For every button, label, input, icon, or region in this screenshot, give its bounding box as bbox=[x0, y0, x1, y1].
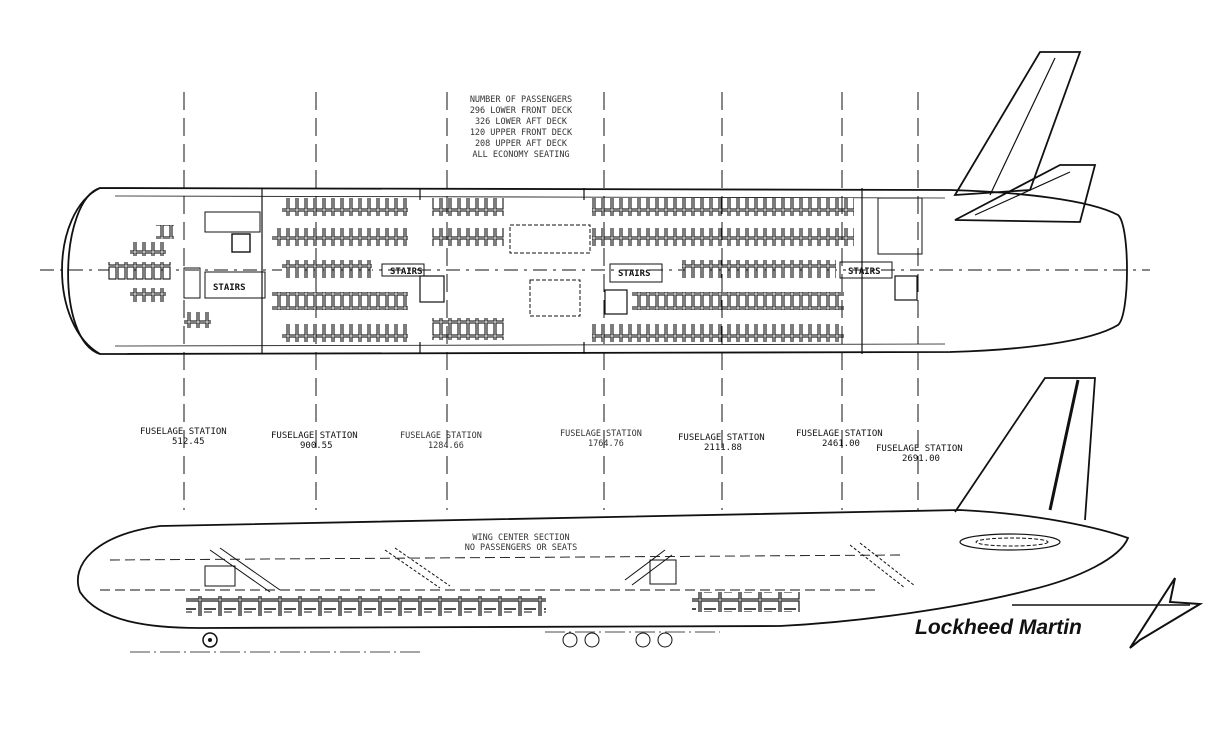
main-gear bbox=[562, 632, 673, 648]
station-2-label: FUSELAGE STATION bbox=[271, 431, 358, 441]
passenger-note: NUMBER OF PASSENGERS 296 LOWER FRONT DEC… bbox=[470, 95, 573, 160]
station-4-value: 1764.76 bbox=[588, 439, 624, 449]
stairs-label-4: STAIRS bbox=[848, 267, 881, 277]
station-1-label: FUSELAGE STATION bbox=[140, 427, 227, 437]
passenger-note-line-4: 120 UPPER FRONT DECK bbox=[470, 128, 573, 138]
cargo-containers-forward bbox=[186, 596, 546, 616]
passenger-note-line-5: 208 UPPER AFT DECK bbox=[475, 139, 568, 149]
station-3-label: FUSELAGE STATION bbox=[400, 431, 482, 441]
passenger-note-line-2: 296 LOWER FRONT DECK bbox=[470, 106, 573, 116]
side-view: WING CENTER SECTION NO PASSENGERS OR SEA… bbox=[77, 377, 1130, 653]
station-7-label: FUSELAGE STATION bbox=[876, 444, 963, 454]
cargo-containers-aft bbox=[692, 592, 800, 612]
passenger-note-line-6: ALL ECONOMY SEATING bbox=[472, 150, 569, 160]
nose-gear bbox=[202, 632, 218, 648]
tail-fin-plan bbox=[953, 51, 1082, 197]
station-3-value: 1284.66 bbox=[428, 441, 464, 451]
station-lines bbox=[183, 92, 919, 510]
side-fuselage-outline bbox=[77, 509, 1130, 629]
station-6-label: FUSELAGE STATION bbox=[796, 429, 883, 439]
plan-fuselage-outline bbox=[67, 187, 1128, 355]
wing-note-line-1: WING CENTER SECTION bbox=[472, 533, 569, 543]
logo-text: Lockheed Martin bbox=[915, 616, 1082, 639]
stabilizer-plan bbox=[954, 164, 1097, 223]
plan-view: STAIRS STAIRS STAIRS STAIRS NUMBER OF PA… bbox=[40, 51, 1150, 355]
passenger-note-line-1: NUMBER OF PASSENGERS bbox=[470, 95, 572, 105]
station-7-value: 2691.00 bbox=[902, 454, 940, 464]
star-mark-icon bbox=[1129, 577, 1204, 649]
station-4-label: FUSELAGE STATION bbox=[560, 429, 642, 439]
station-5-label: FUSELAGE STATION bbox=[678, 433, 765, 443]
station-labels: FUSELAGE STATION 512.45 FUSELAGE STATION… bbox=[140, 427, 963, 464]
stairs-label-2: STAIRS bbox=[390, 267, 423, 277]
stairs-label-1: STAIRS bbox=[213, 283, 246, 293]
lockheed-martin-logo: Lockheed Martin bbox=[915, 577, 1204, 649]
wing-note-line-2: NO PASSENGERS OR SEATS bbox=[465, 543, 578, 553]
tail-fin-side bbox=[954, 377, 1096, 521]
stairs-label-3: STAIRS bbox=[618, 269, 651, 279]
station-1-value: 512.45 bbox=[172, 437, 205, 447]
station-2-value: 900.55 bbox=[300, 441, 333, 451]
passenger-note-line-3: 326 LOWER AFT DECK bbox=[475, 117, 568, 127]
station-6-value: 2461.00 bbox=[822, 439, 860, 449]
station-5-value: 2111.88 bbox=[704, 443, 742, 453]
